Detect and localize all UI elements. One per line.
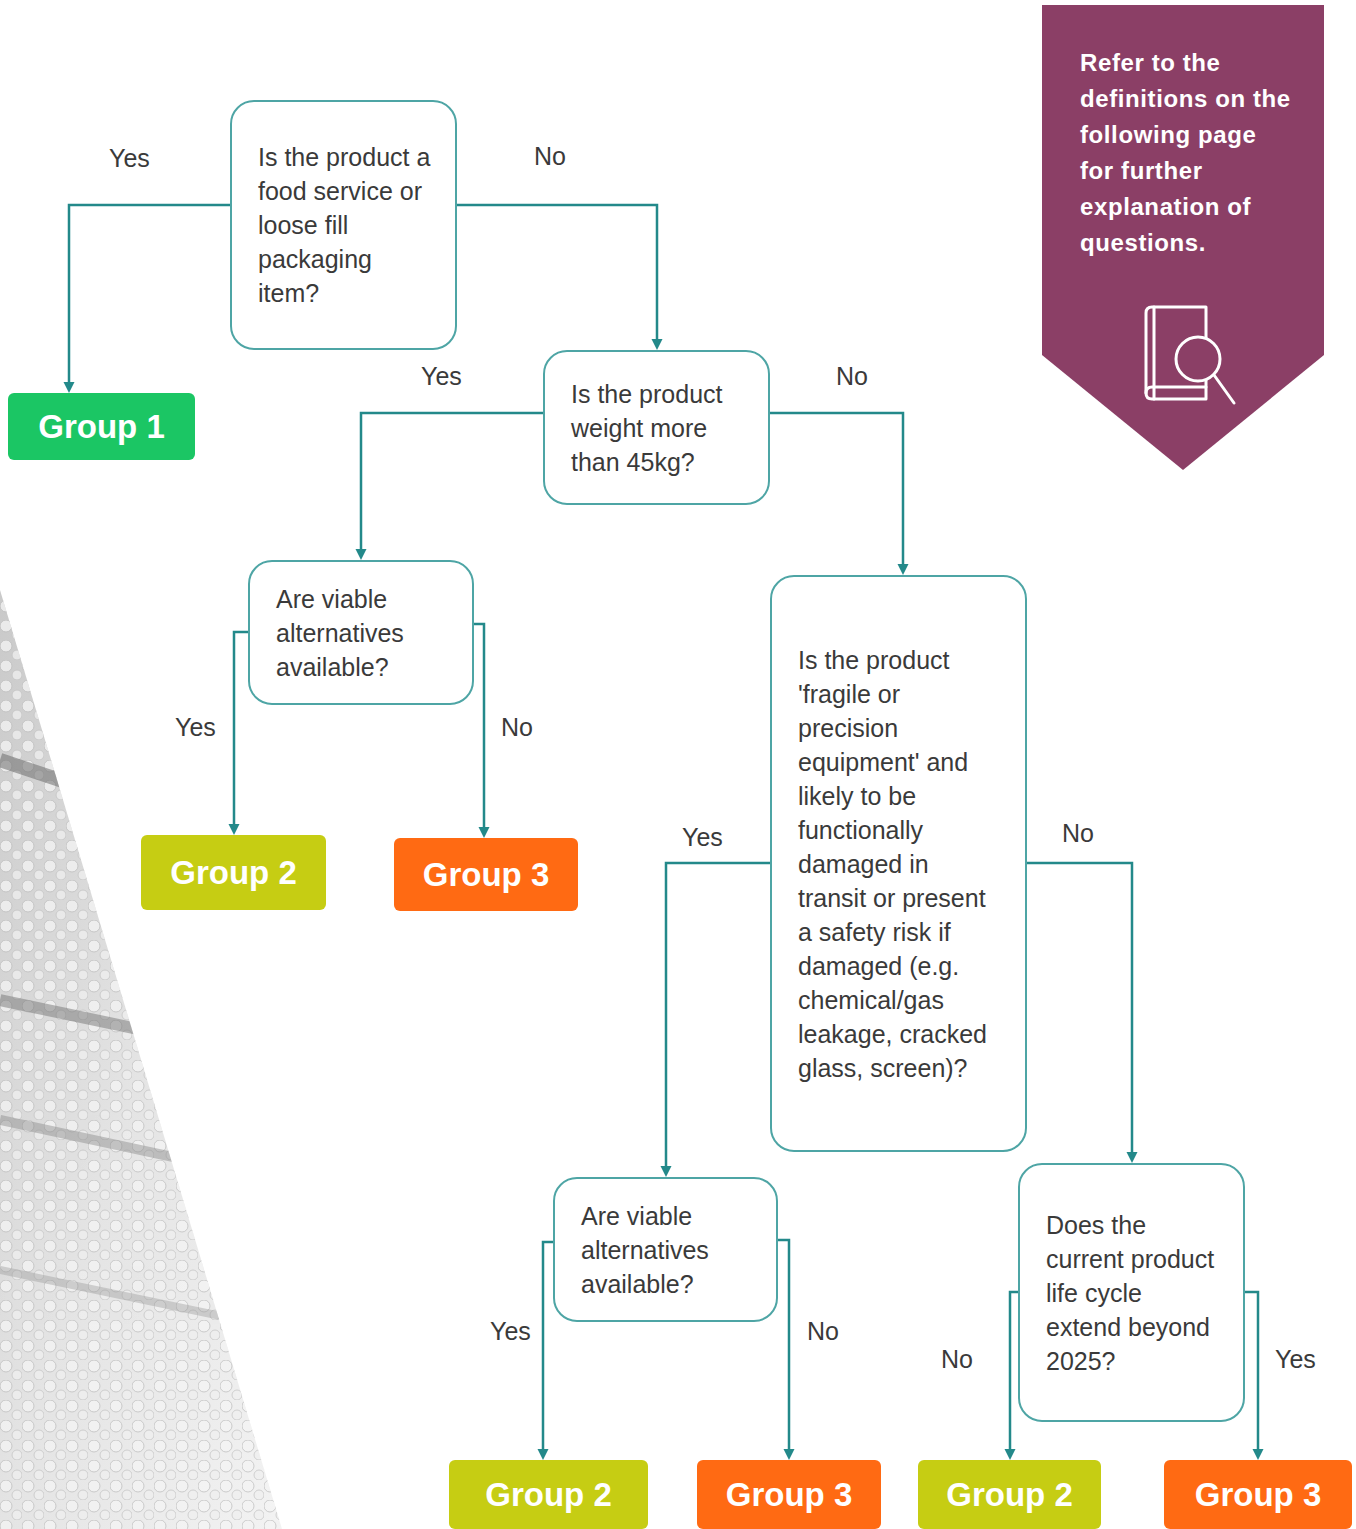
- foam-ground: [0, 580, 290, 1529]
- group-box: Group 2: [918, 1460, 1101, 1529]
- arrowhead: [1005, 1449, 1016, 1460]
- group-box: Group 1: [8, 393, 195, 460]
- connector-line: [1027, 863, 1132, 1154]
- connector: [457, 205, 663, 350]
- question-text: Are viable alternatives available?: [276, 582, 448, 684]
- arrowhead: [64, 382, 75, 393]
- connector: [538, 1242, 554, 1460]
- magnifier-handle: [1214, 375, 1234, 403]
- question-text: Is the product weight more than 45kg?: [571, 377, 744, 479]
- branch-label: Yes: [680, 822, 725, 852]
- branch-label: Yes: [419, 361, 464, 391]
- branch-label: Yes: [488, 1316, 533, 1346]
- connector: [474, 624, 490, 838]
- book-spine: [1153, 307, 1156, 399]
- decision-box: Is the product weight more than 45kg?: [543, 350, 770, 505]
- branch-label: Yes: [107, 143, 152, 173]
- foam-wedge: [0, 580, 290, 1529]
- branch-label: No: [499, 712, 535, 742]
- connector: [229, 632, 249, 835]
- branch-label: Yes: [173, 712, 218, 742]
- group-label: Group 3: [726, 1476, 853, 1514]
- group-box: Group 3: [394, 838, 578, 911]
- group-box: Group 3: [1164, 1460, 1352, 1529]
- arrowhead: [1253, 1449, 1264, 1460]
- connector-line: [69, 205, 230, 384]
- group-label: Group 1: [38, 408, 165, 446]
- arrowhead: [1127, 1152, 1138, 1163]
- question-text: Does the current product life cycle exte…: [1046, 1208, 1219, 1378]
- connector: [1027, 863, 1138, 1163]
- book-pages: [1146, 387, 1206, 393]
- group-label: Group 2: [485, 1476, 612, 1514]
- group-label: Group 3: [1195, 1476, 1322, 1514]
- connector-line: [1245, 1292, 1258, 1451]
- connector-line: [234, 632, 248, 826]
- arrowhead: [898, 564, 909, 575]
- arrowhead: [479, 827, 490, 838]
- connector-line: [543, 1242, 553, 1451]
- connector: [778, 1240, 795, 1460]
- connector-line: [457, 205, 657, 341]
- banner-fill: [1042, 5, 1324, 470]
- decision-box: Is the product a food service or loose f…: [230, 100, 457, 350]
- connector: [661, 863, 771, 1177]
- branch-label: No: [805, 1316, 841, 1346]
- decision-box: Are viable alternatives available?: [248, 560, 474, 705]
- decision-box: Are viable alternatives available?: [553, 1177, 778, 1322]
- branch-label: No: [834, 361, 870, 391]
- group-box: Group 3: [697, 1460, 881, 1529]
- connector-line: [770, 413, 903, 566]
- connector-line: [778, 1240, 789, 1451]
- group-label: Group 3: [423, 856, 550, 894]
- arrowhead: [356, 549, 367, 560]
- book-magnifier-icon: [1138, 303, 1242, 413]
- branch-label: No: [532, 141, 568, 171]
- branch-label: Yes: [1273, 1344, 1318, 1374]
- connector: [64, 205, 231, 393]
- decision-box: Is the product 'fragile or precision equ…: [770, 575, 1027, 1152]
- arrowhead: [652, 339, 663, 350]
- decision-box: Does the current product life cycle exte…: [1018, 1163, 1245, 1422]
- arrowhead: [538, 1449, 549, 1460]
- arrowhead: [661, 1166, 672, 1177]
- question-text: Are viable alternatives available?: [581, 1199, 752, 1301]
- group-label: Group 2: [170, 854, 297, 892]
- connector-line: [361, 413, 543, 551]
- connector-line: [666, 863, 770, 1168]
- connector: [356, 413, 544, 560]
- question-text: Is the product a food service or loose f…: [258, 140, 431, 310]
- arrowhead: [784, 1449, 795, 1460]
- connector: [770, 413, 909, 575]
- foam-beads: [0, 580, 290, 1529]
- group-box: Group 2: [449, 1460, 648, 1529]
- arrowhead: [229, 824, 240, 835]
- note-banner: Refer to the definitions on the followin…: [1042, 5, 1324, 470]
- connector-line: [1010, 1292, 1018, 1451]
- group-box: Group 2: [141, 835, 326, 910]
- question-text: Is the product 'fragile or precision equ…: [798, 643, 1001, 1085]
- foam-groove: [0, 1270, 240, 1320]
- foam-groove: [0, 760, 120, 800]
- connector: [1245, 1292, 1264, 1460]
- branch-label: No: [1060, 818, 1096, 848]
- foam-groove: [0, 1120, 210, 1165]
- note-text: Refer to the definitions on the followin…: [1080, 45, 1295, 261]
- connector: [1005, 1292, 1019, 1460]
- group-label: Group 2: [946, 1476, 1073, 1514]
- connector-line: [474, 624, 484, 829]
- foam-groove: [0, 1000, 190, 1040]
- branch-label: No: [939, 1344, 975, 1374]
